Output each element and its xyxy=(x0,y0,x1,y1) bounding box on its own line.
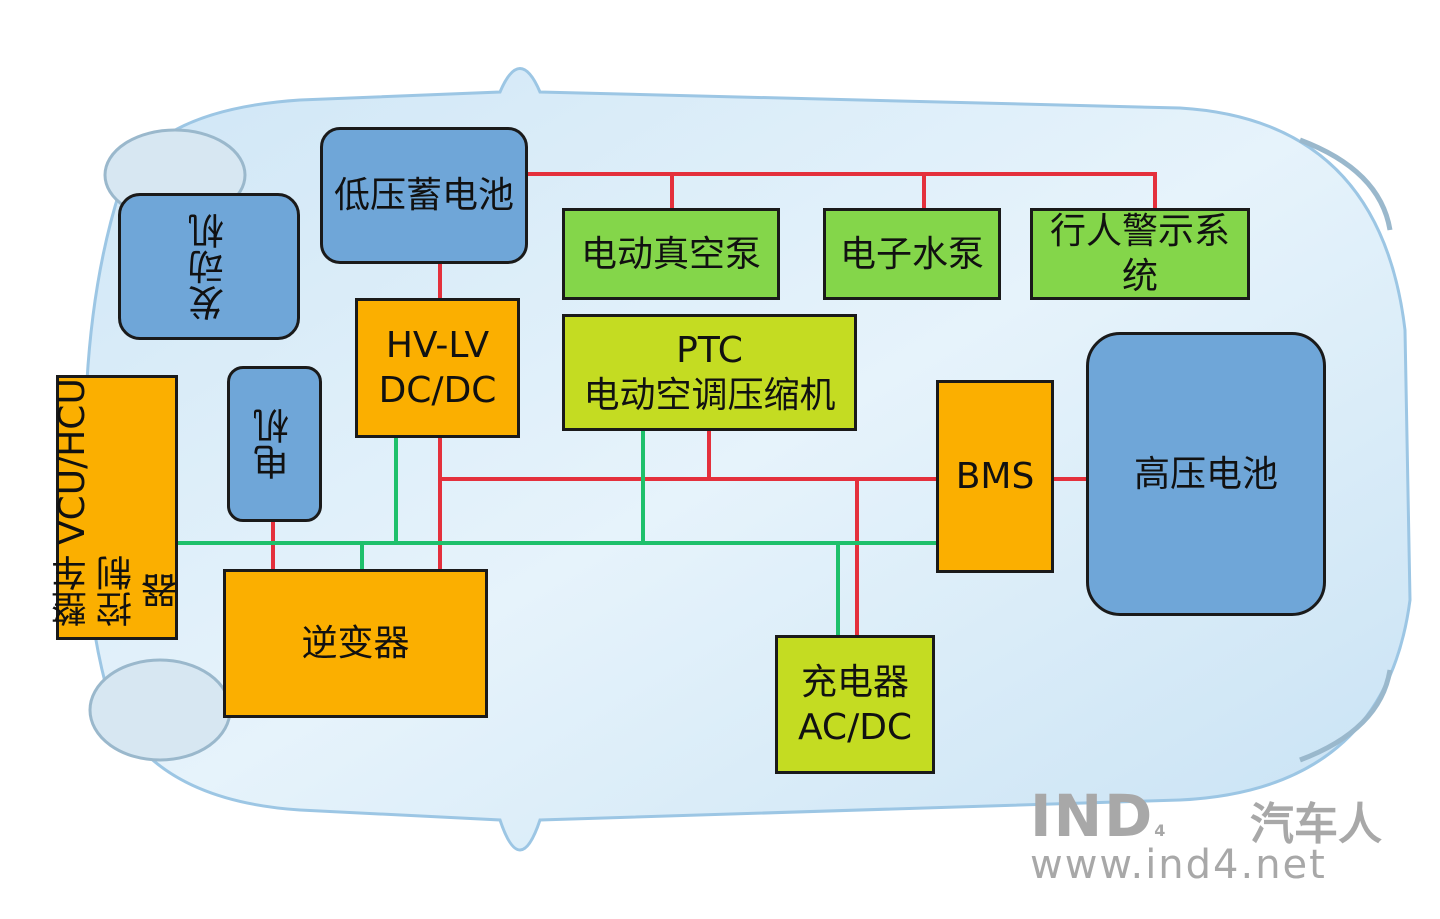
water-pump-box: 电子水泵 xyxy=(823,208,1001,300)
green-line-charger xyxy=(836,541,840,637)
ptc-label-line2: 电动空调压缩机 xyxy=(583,374,836,416)
ptc-label-line1: PTC xyxy=(676,329,743,371)
red-line-pedestrian-warning xyxy=(1153,172,1157,210)
low-voltage-battery-box: 低压蓄电池 xyxy=(320,127,528,264)
green-line-ptc xyxy=(641,430,645,543)
vcu-label-cn: 整车控制器 xyxy=(51,554,183,627)
green-line-inverter xyxy=(360,541,364,571)
green-line-dcdc xyxy=(394,436,398,543)
engine-label: 发动机 xyxy=(188,212,230,321)
motor-label: 电机 xyxy=(254,408,295,480)
hv-battery-label: 高压电池 xyxy=(1133,453,1278,495)
watermark-logo-sub: 4 xyxy=(1154,821,1168,840)
bms-box: BMS xyxy=(936,380,1054,573)
pedestrian-warning-label: 行人警示系统 xyxy=(1049,211,1230,297)
vcu-label-en: VCU/HCU xyxy=(51,378,93,545)
charger-label-line2: AC/DC xyxy=(797,706,913,748)
water-pump-label: 电子水泵 xyxy=(839,233,984,275)
motor-box: 电机 xyxy=(227,366,322,522)
pedestrian-warning-box: 行人警示系统 xyxy=(1030,208,1250,300)
red-line-battery-dcdc xyxy=(438,264,442,300)
green-line-can-bus xyxy=(176,541,938,545)
vcu-box: 整车控制器 VCU/HCU xyxy=(52,375,183,640)
dcdc-box: HV-LV DC/DC xyxy=(355,298,520,438)
bms-label: BMS xyxy=(955,456,1035,497)
charger-label-line1: 充电器 xyxy=(800,661,909,703)
inverter-label: 逆变器 xyxy=(301,623,410,664)
dcdc-label-line2: DC/DC xyxy=(378,370,497,411)
vacuum-pump-box: 电动真空泵 xyxy=(562,208,780,300)
inverter-box: 逆变器 xyxy=(223,569,488,718)
red-line-bms-battery xyxy=(1052,477,1088,481)
red-line-dcdc-down xyxy=(438,436,442,570)
watermark-logo-text: IND xyxy=(1030,782,1155,850)
vacuum-pump-label: 电动真空泵 xyxy=(580,233,761,275)
red-line-motor xyxy=(271,520,275,570)
red-line-top-bus xyxy=(525,172,1155,176)
red-line-ptc xyxy=(707,430,711,479)
low-voltage-battery-label: 低压蓄电池 xyxy=(333,175,514,216)
hv-battery-box: 高压电池 xyxy=(1086,332,1326,616)
dcdc-label-line1: HV-LV xyxy=(385,325,490,366)
charger-box: 充电器 AC/DC xyxy=(775,635,935,774)
red-line-main-hv-bus xyxy=(438,477,938,481)
ptc-box: PTC 电动空调压缩机 xyxy=(562,314,857,431)
red-line-water-pump xyxy=(922,172,926,210)
watermark-url: www.ind4.net xyxy=(1030,842,1327,888)
engine-box: 发动机 xyxy=(118,193,300,340)
red-line-charger xyxy=(855,477,859,637)
watermark-logo: IND4 xyxy=(1030,782,1167,850)
red-line-vacuum-pump xyxy=(670,172,674,210)
watermark-name: 汽车人 xyxy=(1250,799,1382,850)
